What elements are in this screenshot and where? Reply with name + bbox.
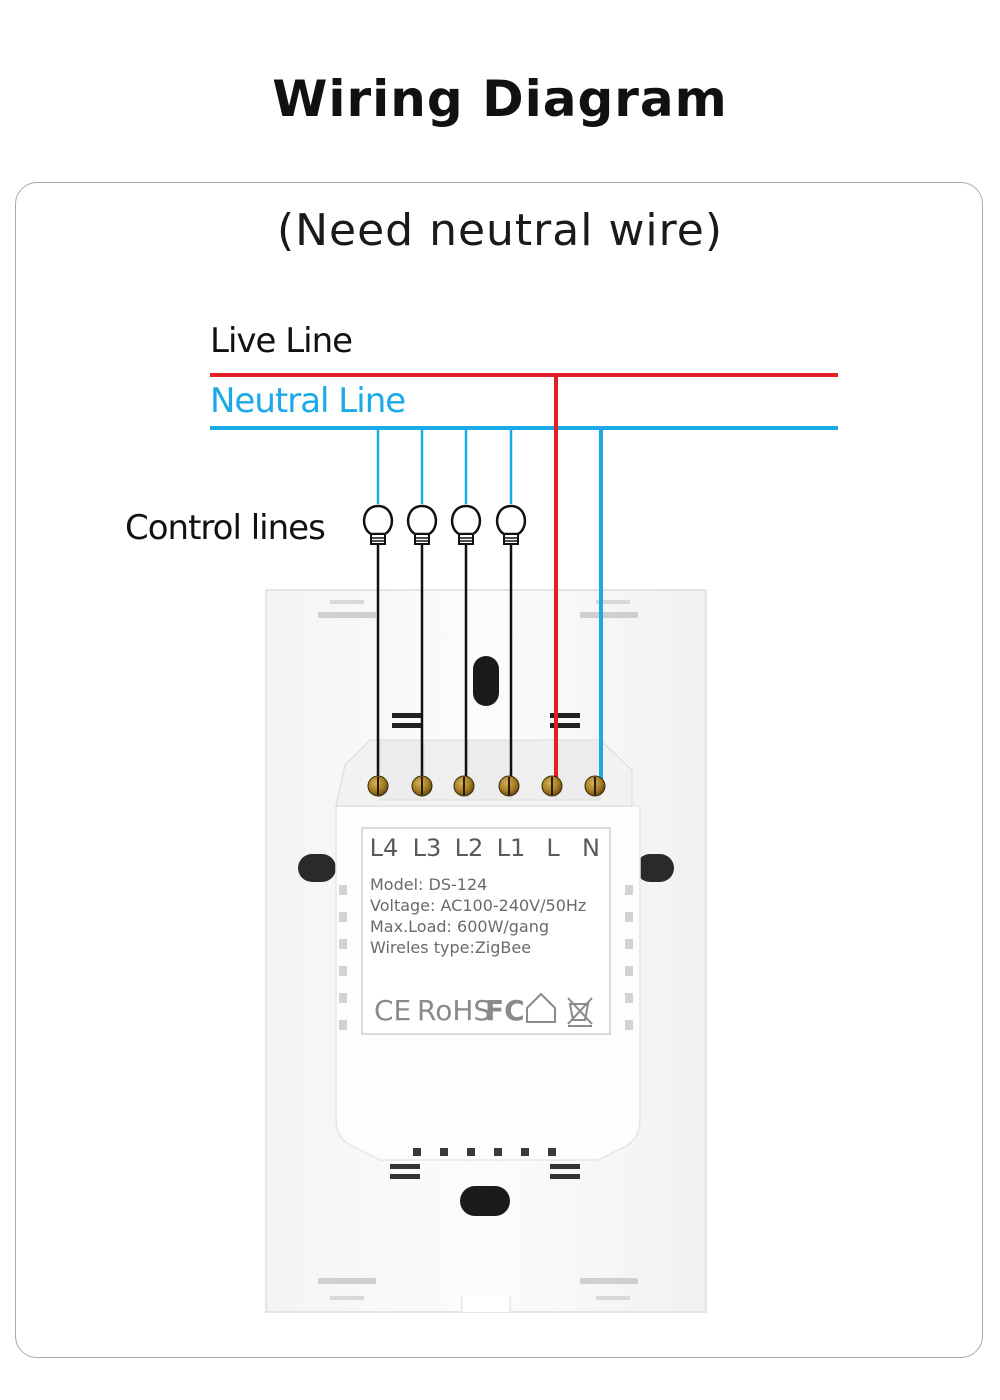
mount-hole-right <box>636 854 674 882</box>
terminal-screw <box>411 775 433 797</box>
terminal-label-l: L <box>546 834 560 862</box>
spec-max-load: Max.Load: 600W/gang <box>370 917 549 936</box>
terminal-label-l1: L1 <box>497 834 526 862</box>
ce-mark: CE <box>374 994 411 1027</box>
bulb-icon <box>450 504 482 545</box>
bulb-icon <box>362 504 394 545</box>
bulb-icon <box>406 504 438 545</box>
terminal-screw <box>367 775 389 797</box>
terminal-label-l2: L2 <box>455 834 484 862</box>
terminal-screw <box>498 775 520 797</box>
weee-bin-icon <box>567 997 593 1027</box>
neutral-line-label: Neutral Line <box>210 381 406 421</box>
spec-voltage: Voltage: AC100-240V/50Hz <box>370 896 586 915</box>
terminal-screw <box>541 775 563 797</box>
terminal-screw <box>584 775 606 797</box>
live-line-label: Live Line <box>210 321 353 361</box>
spec-wireless: Wireles type:ZigBee <box>370 938 531 957</box>
mount-hole-left <box>298 854 336 882</box>
diagram-subtitle: (Need neutral wire) <box>276 205 724 256</box>
terminal-screw <box>453 775 475 797</box>
control-wires <box>376 545 513 786</box>
terminal-label-l4: L4 <box>370 834 399 862</box>
spec-model: Model: DS-124 <box>370 875 487 894</box>
diagram-card <box>15 182 983 1358</box>
terminal-label-n: N <box>582 834 600 862</box>
mount-hole-bottom <box>460 1186 510 1216</box>
neutral-drops <box>376 428 513 504</box>
house-icon <box>526 992 556 1023</box>
mount-hole-top <box>473 656 499 706</box>
control-lines-label: Control lines <box>125 508 326 548</box>
terminal-label-l3: L3 <box>413 834 442 862</box>
bulb-icon <box>495 504 527 545</box>
rohs-mark: RoHS <box>417 994 491 1027</box>
switch-module <box>335 739 641 1161</box>
fcc-mark: FC <box>485 994 525 1027</box>
page-title: Wiring Diagram <box>272 70 728 128</box>
